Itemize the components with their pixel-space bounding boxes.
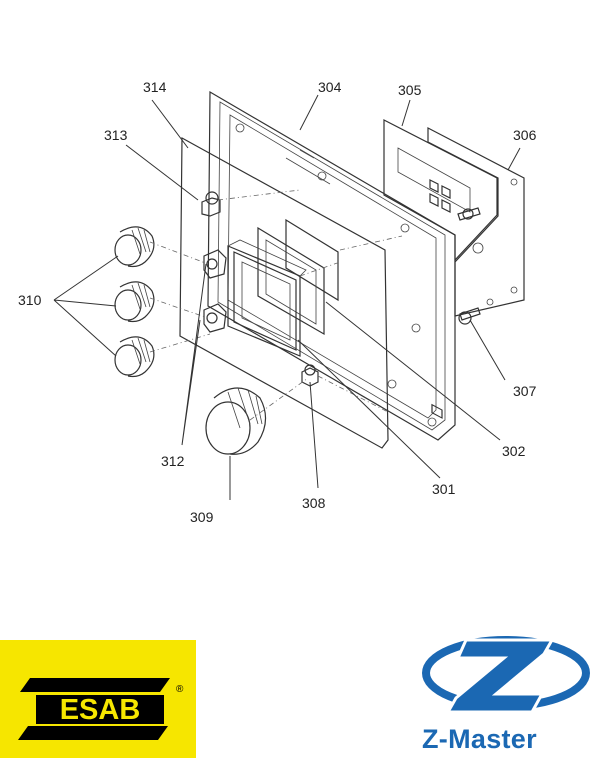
callout-313: 313	[104, 127, 128, 143]
knob-310-middle	[114, 281, 155, 323]
exploded-parts-diagram: 314 313 304 305 306 307 302 301 308 309 …	[18, 79, 537, 525]
knobs-310	[114, 226, 155, 378]
callout-305: 305	[398, 82, 422, 98]
callout-308: 308	[302, 495, 326, 511]
knob-310-bottom	[114, 336, 155, 378]
assembly-axes	[149, 189, 403, 421]
callout-302: 302	[502, 443, 526, 459]
zmaster-wordmark: Z-Master	[422, 724, 537, 754]
registered-mark: ®	[176, 684, 184, 695]
esab-wordmark: ESAB	[60, 694, 141, 726]
front-panel-314	[179, 136, 389, 449]
callout-312: 312	[161, 453, 185, 469]
board-305	[383, 119, 498, 419]
plate-306	[427, 127, 525, 317]
callout-307: 307	[513, 383, 537, 399]
window-302	[257, 218, 339, 336]
part-313	[201, 191, 221, 217]
leader-lines	[53, 94, 521, 500]
callout-310: 310	[18, 292, 42, 308]
callout-304: 304	[318, 79, 342, 95]
knob-310-top	[114, 226, 155, 268]
display-301	[227, 239, 307, 357]
callout-309: 309	[190, 509, 214, 525]
knob-309	[205, 387, 267, 455]
screws-307	[457, 207, 481, 325]
callout-labels: 314 313 304 305 306 307 302 301 308 309 …	[18, 79, 537, 525]
esab-logo: ESAB ®	[0, 640, 196, 758]
frame-304	[207, 90, 456, 441]
zmaster-logo: Z-Master	[404, 628, 600, 760]
zmaster-z-emblem	[422, 636, 590, 714]
callout-301: 301	[432, 481, 456, 497]
encoders-312	[203, 249, 227, 333]
callout-314: 314	[143, 79, 167, 95]
callout-306: 306	[513, 127, 537, 143]
esab-logo-mark: ESAB ®	[18, 678, 184, 740]
